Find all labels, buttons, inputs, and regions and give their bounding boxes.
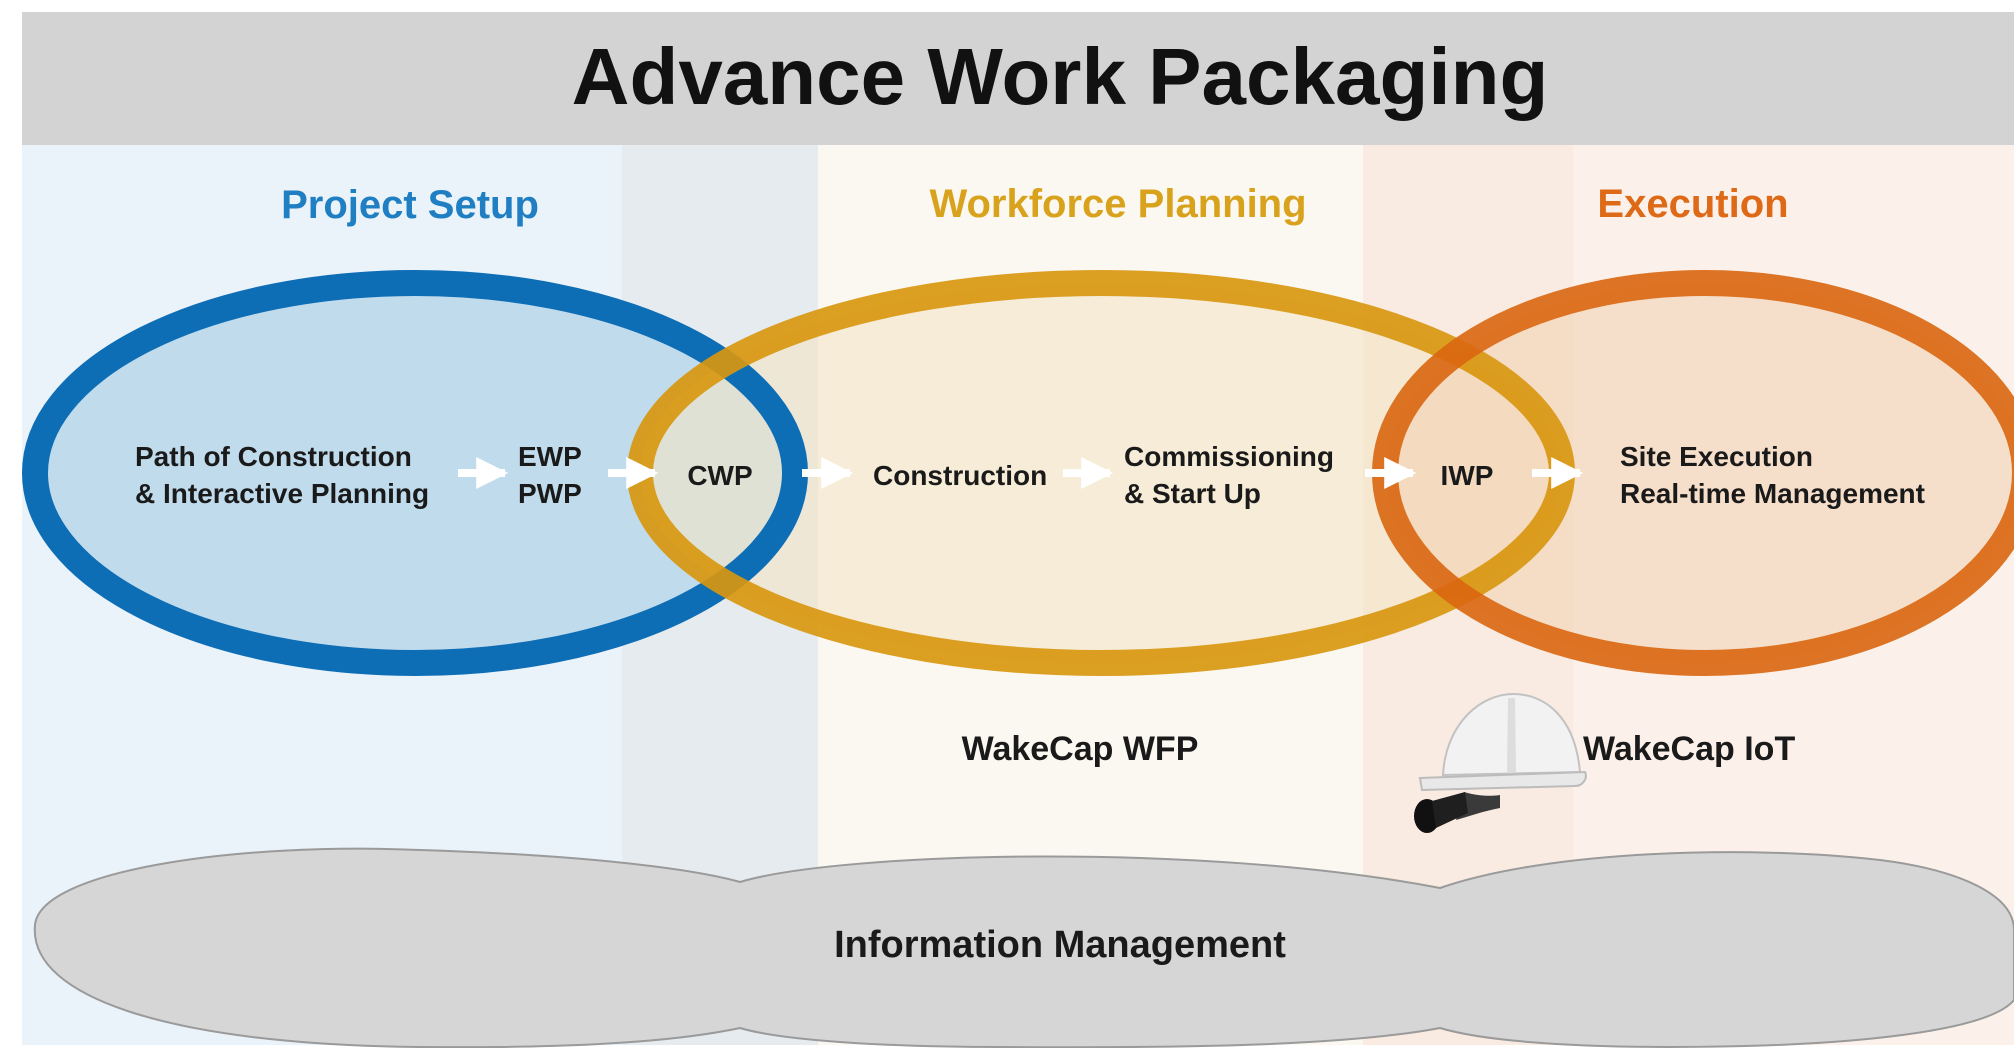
title-band xyxy=(22,12,2014,145)
cloud-shape xyxy=(33,847,2014,1048)
node-commissioning-line2: & Start Up xyxy=(1124,478,1261,509)
setup-ring xyxy=(22,270,808,676)
node-path-of-construction-line1: Path of Construction xyxy=(135,441,412,472)
phase-label-execution: Execution xyxy=(1597,182,1788,226)
hard-hat-icon xyxy=(1414,692,1587,833)
execution-ellipse-fill xyxy=(1385,283,2014,663)
node-site-execution-line2: Real-time Management xyxy=(1620,478,1925,509)
phase-label-setup: Project Setup xyxy=(281,183,539,227)
tool-wakecap-wfp: WakeCap WFP xyxy=(962,730,1199,768)
tool-wakecap-iot: WakeCap IoT xyxy=(1583,730,1795,768)
node-ewp: EWP xyxy=(518,441,582,472)
node-cwp: CWP xyxy=(687,460,752,491)
node-commissioning-line1: Commissioning xyxy=(1124,441,1334,472)
information-management-cloud: Information Management xyxy=(33,847,2014,1048)
node-path-of-construction-line2: & Interactive Planning xyxy=(135,478,429,509)
node-construction: Construction xyxy=(873,460,1047,491)
node-iwp: IWP xyxy=(1441,460,1494,491)
node-site-execution-line1: Site Execution xyxy=(1620,441,1813,472)
page-title: Advance Work Packaging xyxy=(572,32,1549,121)
phase-label-planning: Workforce Planning xyxy=(929,182,1306,226)
setup-ellipse-fill xyxy=(35,283,795,663)
node-pwp: PWP xyxy=(518,478,582,509)
information-management-label: Information Management xyxy=(834,924,1286,966)
